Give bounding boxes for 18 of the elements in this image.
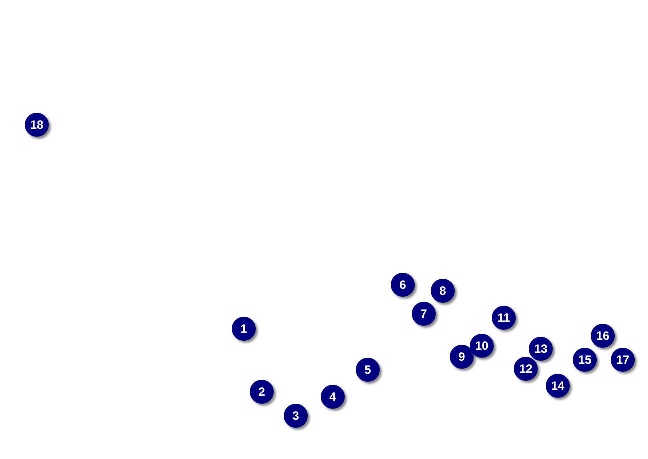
callout-number: 5 <box>356 358 380 382</box>
callout-number: 6 <box>391 273 415 297</box>
callout-number: 3 <box>284 404 308 428</box>
callout-number: 10 <box>470 334 494 358</box>
callout-number: 12 <box>514 357 538 381</box>
callout-number: 4 <box>321 385 345 409</box>
callout-number: 2 <box>250 380 274 404</box>
callout-number: 11 <box>492 306 516 330</box>
callout-number: 13 <box>529 337 553 361</box>
callout-number: 16 <box>591 324 615 348</box>
callout-number: 1 <box>232 317 256 341</box>
callout-number: 18 <box>25 113 49 137</box>
callout-number: 9 <box>450 345 474 369</box>
callout-number: 7 <box>412 302 436 326</box>
callout-number: 14 <box>546 374 570 398</box>
callout-number: 17 <box>611 348 635 372</box>
callout-number: 15 <box>573 348 597 372</box>
callout-number: 8 <box>431 279 455 303</box>
